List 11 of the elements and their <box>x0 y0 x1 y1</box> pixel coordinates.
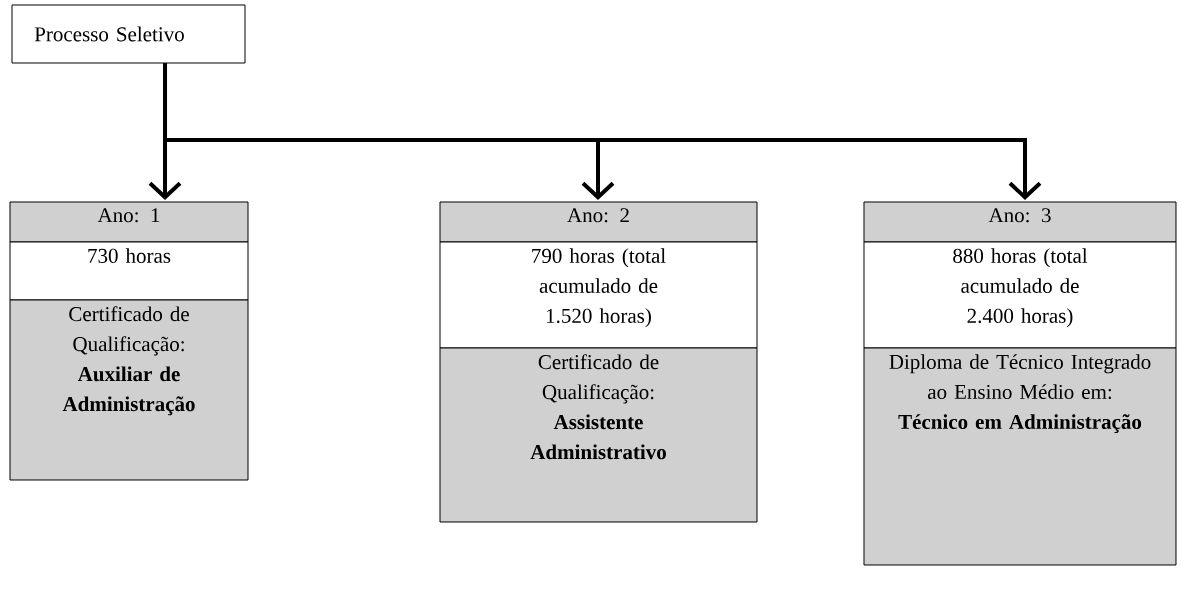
start-box: Processo Seletivo <box>11 4 246 64</box>
hours-cell: 730 horas <box>9 241 249 301</box>
year-header-cell: Ano: 2 <box>439 201 758 243</box>
year-header-cell: Ano: 3 <box>863 201 1177 243</box>
certificate-cell: Certificado de Qualificação: Assistente Administrativo <box>439 347 758 523</box>
year-header-cell: Ano: 1 <box>9 201 249 243</box>
certificate-cell: Certificado de Qualificação: Auxiliar de Administração <box>9 299 249 481</box>
hours-cell: 790 horas (total acumulado de 1.520 horas) <box>439 241 758 349</box>
hours-cell: 880 horas (total acumulado de 2.400 horas) <box>863 241 1177 349</box>
arrow <box>163 63 1042 200</box>
certificate-cell: Diploma de Técnico Integrado ao Ensino Médio em: Técnico em Administração <box>863 347 1177 566</box>
